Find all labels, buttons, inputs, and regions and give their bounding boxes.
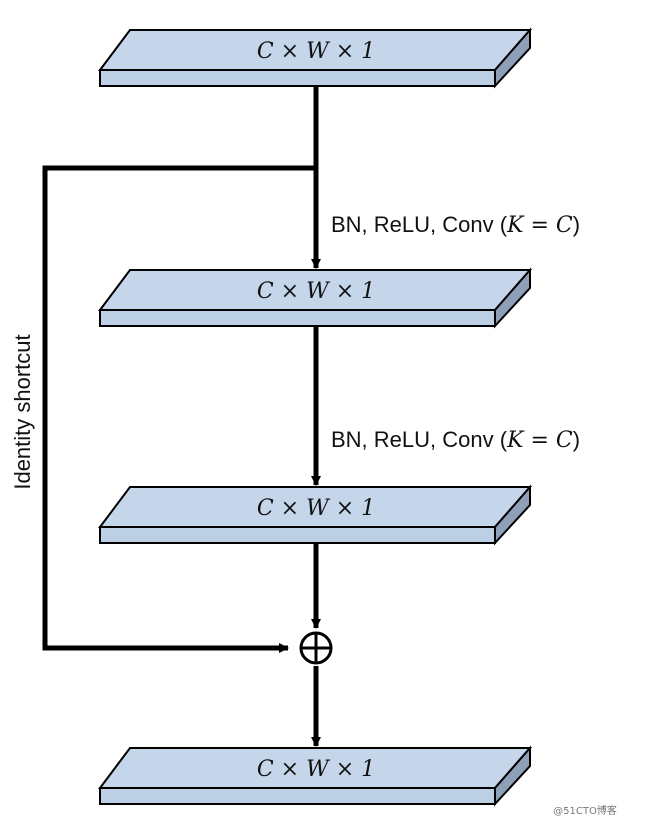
- identity-shortcut-path: [42, 165, 316, 653]
- tensor-block-3: C × W × 1: [98, 484, 533, 546]
- identity-shortcut-label: Identity shortcut: [10, 334, 35, 489]
- watermark: @51CTO博客: [553, 804, 617, 817]
- tensor-block-2: C × W × 1: [98, 267, 533, 329]
- block-label: C × W × 1: [257, 279, 375, 304]
- block-label: C × W × 1: [257, 39, 375, 64]
- edge-label-1: BN, ReLU, Conv (K = C): [331, 212, 580, 238]
- block-label: C × W × 1: [257, 496, 375, 521]
- sum-node: [299, 631, 333, 665]
- tensor-block-4: C × W × 1: [98, 745, 533, 807]
- tensor-block-1: C × W × 1: [98, 27, 533, 89]
- edge-label-2: BN, ReLU, Conv (K = C): [331, 427, 580, 453]
- block-label: C × W × 1: [257, 757, 375, 782]
